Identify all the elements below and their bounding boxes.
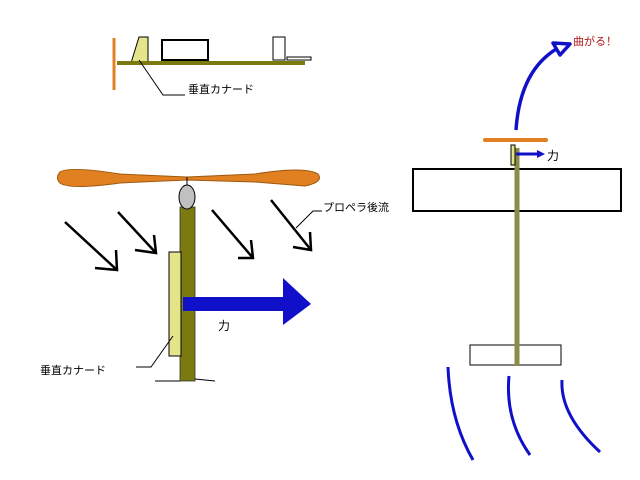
front-view: [57, 168, 322, 382]
fuselage-side: [117, 61, 305, 65]
vertical-tail-side: [272, 36, 286, 61]
vertical-canard: [168, 251, 182, 357]
top-view: [412, 41, 622, 461]
wash-curves: [446, 366, 602, 461]
turn-arrow: [514, 46, 559, 131]
prop-wash-arrows: [64, 199, 313, 272]
force-label: 力: [218, 319, 231, 333]
vertical-canard-top: [510, 144, 516, 166]
prop-wash-leader: [295, 210, 322, 229]
propeller: [57, 168, 320, 187]
fuselage: [179, 206, 196, 382]
canard-leader-line: [138, 59, 185, 96]
prop-wash-label: プロペラ後流: [323, 201, 389, 214]
spinner: [178, 184, 196, 210]
left-canard-label: 垂直カナード: [40, 364, 106, 377]
top-canard-label: 垂直カナード: [188, 83, 254, 96]
force-arrow: [183, 278, 311, 325]
right-force-label: 力: [547, 149, 560, 163]
side-view: [112, 36, 312, 96]
wing-side: [161, 39, 209, 61]
horizontal-tail-side: [286, 56, 312, 61]
turns-label: 曲がる！: [573, 35, 617, 48]
vertical-canard-side: [130, 36, 149, 64]
canard-leader-line-front: [136, 335, 174, 368]
